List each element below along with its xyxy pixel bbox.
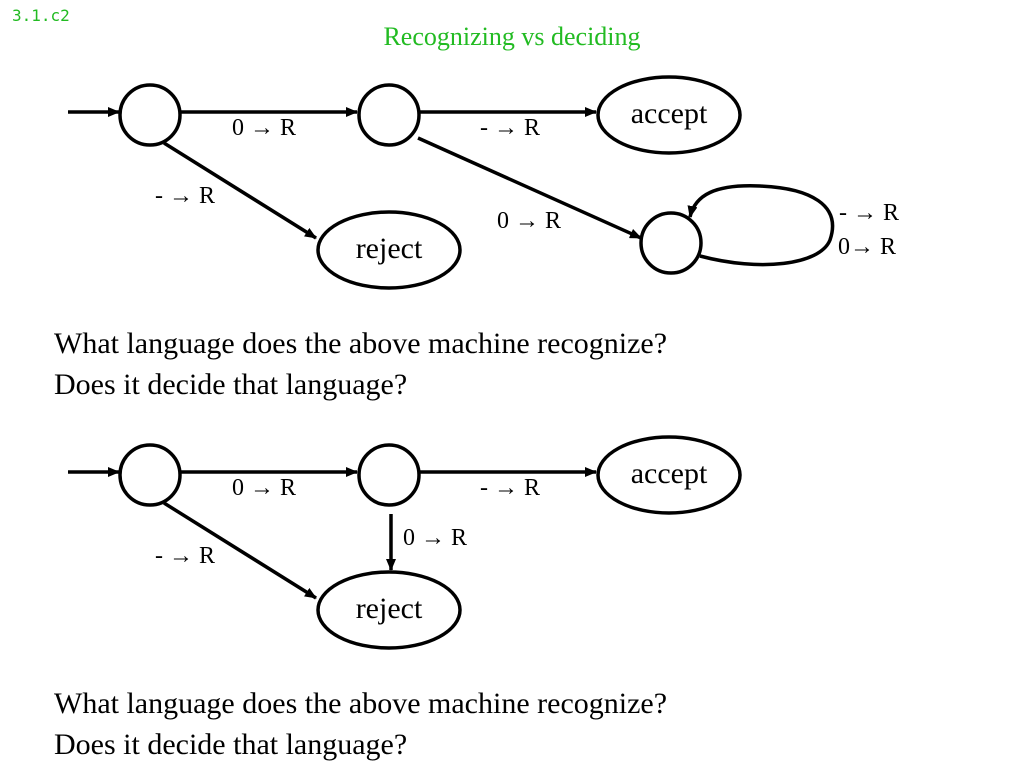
edge-q0-q1-label: 0 → R bbox=[232, 475, 296, 501]
accept-state bbox=[596, 435, 742, 515]
edge-q0-q1-label: 0 → R bbox=[232, 115, 296, 141]
edge-q0-reject bbox=[163, 501, 317, 600]
edge-q1-accept-label: - → R bbox=[480, 475, 540, 501]
self-loop-label-2: 0→ R bbox=[838, 234, 896, 260]
question-2-line-2: Does it decide that language? bbox=[54, 728, 408, 761]
reject-state bbox=[316, 210, 462, 290]
slide-title: Recognizing vs deciding bbox=[383, 22, 641, 51]
question-1-line-2: Does it decide that language? bbox=[54, 368, 408, 401]
accept-state-label: accept bbox=[631, 97, 708, 130]
edge-q0-reject-label: - → R bbox=[155, 543, 215, 569]
state-q1 bbox=[357, 443, 421, 507]
edge-q3-self-loop bbox=[687, 184, 835, 267]
reject-state bbox=[316, 570, 462, 650]
edge-q0-reject bbox=[163, 141, 317, 240]
question-block-2: What language does the above machine rec… bbox=[54, 683, 667, 765]
edge-q1-q3-label: 0 → R bbox=[497, 208, 561, 234]
question-2-line-1: What language does the above machine rec… bbox=[54, 687, 668, 720]
accept-state bbox=[596, 75, 742, 155]
edge-q1-reject-label: 0 → R bbox=[403, 525, 467, 551]
state-q3 bbox=[639, 211, 703, 275]
accept-state-label: accept bbox=[631, 457, 708, 490]
reject-state-label: reject bbox=[356, 592, 423, 625]
question-block-1: What language does the above machine rec… bbox=[54, 323, 667, 405]
self-loop-label-1: - → R bbox=[839, 200, 899, 226]
turing-machine-diagram-2: accept reject 0 → R - → R - → R 0 → R bbox=[68, 435, 742, 650]
turing-machine-diagram-1: accept reject 0 → R - → R - → R 0 → R - … bbox=[68, 75, 899, 290]
edge-q1-q3 bbox=[417, 136, 642, 240]
state-q0 bbox=[118, 443, 182, 507]
question-1-line-1: What language does the above machine rec… bbox=[54, 327, 668, 360]
edge-q0-reject-label: - → R bbox=[155, 183, 215, 209]
state-q1 bbox=[357, 83, 421, 147]
state-q0 bbox=[118, 83, 182, 147]
slide-id: 3.1.c2 bbox=[12, 6, 70, 25]
edge-q1-accept-label: - → R bbox=[480, 115, 540, 141]
reject-state-label: reject bbox=[356, 232, 423, 265]
